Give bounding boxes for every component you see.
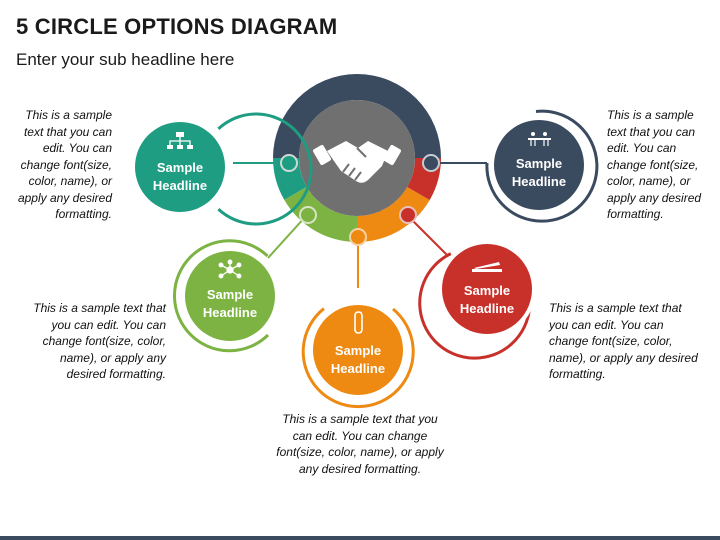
description-navy: This is a sample text that you can edit.… <box>607 108 702 221</box>
caption-red-line2: Headline <box>459 301 515 316</box>
connector-red <box>407 215 448 256</box>
option-orange-arc <box>301 307 415 409</box>
option-red <box>418 240 536 360</box>
caption-teal-line1: Sample <box>156 160 204 175</box>
meeting-icon <box>528 132 551 146</box>
caption-navy: Sample Headline <box>499 155 579 191</box>
description-orange: This is a sample text that you can edit.… <box>276 412 444 476</box>
option-orange-circle <box>313 305 403 395</box>
dot-navy <box>422 154 440 172</box>
option-green <box>172 239 279 353</box>
option-red-circle <box>442 244 532 334</box>
dot-teal <box>280 154 298 172</box>
option-navy <box>485 109 599 223</box>
caption-red: Sample Headline <box>447 282 527 318</box>
caption-orange-line2: Headline <box>330 361 386 376</box>
option-green-arc <box>172 239 270 353</box>
network-icon <box>218 259 242 279</box>
ring-segment-teal <box>273 158 307 200</box>
page-subtitle: Enter your sub headline here <box>16 50 235 69</box>
caption-green-line2: Headline <box>202 305 258 320</box>
connector-green <box>267 215 307 259</box>
ring-segment-orange <box>357 187 430 242</box>
dot-green <box>299 206 317 224</box>
handshake-icon <box>313 141 401 183</box>
caption-green: Sample Headline <box>190 286 270 322</box>
connectors <box>233 154 487 288</box>
caption-navy-line1: Sample <box>515 156 563 171</box>
caption-green-line1: Sample <box>206 287 254 302</box>
option-navy-circle <box>494 120 584 210</box>
dot-red <box>399 206 417 224</box>
option-teal-arc <box>217 112 313 226</box>
option-navy-arc <box>485 109 599 223</box>
stapler-icon <box>472 262 502 272</box>
caption-teal-line2: Headline <box>152 178 208 193</box>
page-title: 5 CIRCLE OPTIONS DIAGRAM <box>16 14 338 39</box>
footer-bar <box>0 536 720 540</box>
option-teal-circle <box>135 122 225 212</box>
ring-segment-navy <box>273 74 441 158</box>
description-teal: This is a sample text that you can edit.… <box>17 108 112 221</box>
option-red-arc <box>418 252 532 360</box>
description-red: This is a sample text that you can edit.… <box>549 301 698 381</box>
option-orange <box>301 301 415 409</box>
description-green: This is a sample text that you can edit.… <box>33 301 166 381</box>
option-green-circle <box>185 251 275 341</box>
paperclip-icon <box>354 311 363 334</box>
caption-navy-line2: Headline <box>511 174 567 189</box>
org-chart-icon <box>167 132 193 149</box>
caption-orange-line1: Sample <box>334 343 382 358</box>
dot-orange <box>349 228 367 246</box>
caption-red-line1: Sample <box>463 283 511 298</box>
option-teal <box>131 112 313 226</box>
caption-orange: Sample Headline <box>318 342 398 378</box>
caption-teal: Sample Headline <box>140 159 220 195</box>
